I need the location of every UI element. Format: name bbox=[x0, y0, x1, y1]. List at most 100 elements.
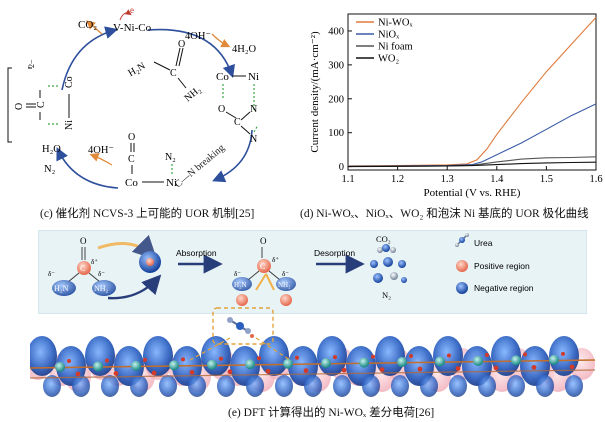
caption-panel-d: (d) Ni-WOₓ、NiOₓ、WO₂ 和泡沫 Ni 基底的 UOR 极化曲线 bbox=[300, 208, 589, 220]
label-oh-top: 4OH⁻ bbox=[185, 31, 211, 42]
metal-atom bbox=[511, 355, 521, 366]
label-co-right: Co bbox=[216, 71, 229, 83]
label-n-right-2: N bbox=[250, 134, 257, 145]
y-tick-label: 400 bbox=[328, 26, 344, 37]
label-n2-bottom: N₂ bbox=[165, 152, 176, 163]
n2-release-arrow bbox=[89, 153, 113, 166]
negative-lobe bbox=[85, 336, 115, 376]
oxygen-atom bbox=[303, 368, 309, 374]
svg-text:C: C bbox=[260, 262, 265, 271]
svg-text:δ⁺: δ⁺ bbox=[91, 258, 98, 266]
mol-o: O bbox=[80, 236, 87, 246]
negative-lobe bbox=[246, 375, 264, 397]
label-h2o-top: 4H₂O bbox=[232, 44, 256, 55]
series-line-1 bbox=[347, 103, 597, 167]
caption-panel-e: (e) DFT 计算得出的 Ni-WOₓ 差分电荷[26] bbox=[228, 407, 435, 419]
negative-lobe bbox=[304, 375, 322, 397]
label-breaking: C—N breaking bbox=[173, 142, 227, 190]
dft-charge-slab bbox=[30, 307, 595, 397]
metal-atom bbox=[283, 358, 293, 369]
oxygen-atom bbox=[67, 359, 71, 363]
label-electron: e bbox=[130, 5, 134, 15]
label-h2n: H₂N bbox=[126, 61, 147, 79]
label-c-top: C bbox=[170, 68, 177, 79]
metal-atom bbox=[321, 358, 331, 369]
oxygen-atom bbox=[485, 352, 489, 357]
oxygen-atom bbox=[569, 364, 575, 370]
negative-lobe bbox=[565, 375, 583, 397]
metal-atom bbox=[549, 354, 559, 365]
label-n-right-1: N bbox=[250, 104, 257, 115]
svg-text:H₂N: H₂N bbox=[234, 281, 247, 289]
co2-release-arrow bbox=[86, 20, 103, 35]
svg-text:δ⁻: δ⁻ bbox=[234, 270, 241, 278]
cycle-arc-left bbox=[61, 26, 119, 91]
label-o-bottom: O bbox=[128, 132, 135, 143]
negative-lobe bbox=[507, 375, 525, 397]
y-axis-label: Current density/(mA·cm⁻²) bbox=[309, 31, 321, 153]
x-tick-label: 1.2 bbox=[391, 174, 404, 185]
negative-lobe bbox=[478, 375, 496, 397]
oxygen-atom bbox=[493, 365, 499, 371]
cycle-arc-bottom bbox=[56, 147, 119, 189]
caption-panel-c: (c) 催化剂 NCVS-3 上可能的 UOR 机制[25] bbox=[40, 208, 255, 220]
label-c-bottom: C bbox=[128, 154, 135, 165]
negative-lobe bbox=[130, 375, 148, 397]
x-tick-label: 1.5 bbox=[540, 174, 553, 185]
metal-atom bbox=[93, 361, 103, 372]
y-tick-label: 0 bbox=[339, 162, 344, 173]
metal-atom bbox=[55, 362, 65, 372]
mol-c: C bbox=[80, 264, 85, 273]
series-line-0 bbox=[347, 17, 597, 167]
adsorption-desorption-scheme: O C δ⁺ δ⁻ δ⁻ H₂N NH₂ Absorption O C δ⁺ δ… bbox=[48, 233, 534, 306]
oxygen-atom bbox=[295, 355, 299, 360]
legend-label-2: Ni foam bbox=[378, 42, 413, 53]
label-charge: 2− bbox=[27, 59, 36, 68]
product-n2: N₂ bbox=[382, 290, 391, 300]
product-co2: CO₂ bbox=[376, 234, 391, 244]
label-c-right: C bbox=[234, 117, 241, 128]
negative-lobe bbox=[333, 375, 351, 397]
negative-lobe bbox=[30, 336, 57, 376]
label-c-left: C bbox=[36, 101, 47, 108]
x-tick-label: 1.6 bbox=[589, 174, 602, 185]
metal-atom bbox=[435, 356, 445, 367]
metal-atom bbox=[473, 355, 483, 366]
n-right-negative bbox=[92, 280, 116, 296]
oxygen-atom bbox=[105, 358, 109, 363]
svg-text:δ⁻: δ⁻ bbox=[282, 270, 289, 278]
negative-lobe bbox=[217, 375, 235, 397]
mol-nh2: NH₂ bbox=[94, 284, 109, 293]
negative-lobe bbox=[72, 375, 90, 397]
negative-lobe bbox=[536, 375, 554, 397]
negative-lobe bbox=[159, 375, 177, 397]
oxygen-atom bbox=[265, 368, 271, 374]
y-tick-label: 100 bbox=[328, 128, 344, 139]
label-o-left: O bbox=[14, 103, 25, 110]
label-v-ni-co: V-Ni-Co bbox=[113, 22, 152, 34]
legend-negative-label: Negative region bbox=[474, 283, 534, 293]
label-n2-left: N₂ bbox=[44, 164, 56, 175]
adsorption-highlight-box bbox=[212, 307, 274, 345]
oxygen-atom bbox=[189, 369, 195, 375]
oxygen-atom bbox=[257, 356, 261, 361]
oxygen-atom bbox=[531, 365, 537, 370]
plot-frame bbox=[347, 13, 597, 171]
oxygen-atom bbox=[455, 366, 461, 371]
legend-label-3: WO₂ bbox=[378, 54, 399, 65]
y-tick-label: 300 bbox=[328, 60, 344, 71]
oxygen-atom bbox=[151, 370, 157, 376]
legend-positive-label: Positive region bbox=[474, 261, 530, 271]
bracket-left bbox=[7, 67, 12, 143]
legend-negative-icon bbox=[456, 282, 468, 294]
negative-lobe bbox=[375, 336, 405, 376]
negative-lobe bbox=[201, 336, 231, 376]
x-axis-label: Potential (V vs. RHE) bbox=[424, 187, 521, 199]
label-oh-left: 4OH⁻ bbox=[88, 145, 114, 156]
adsorbed-urea-icon bbox=[227, 317, 254, 338]
negative-lobe bbox=[391, 375, 409, 397]
carbon-positive-atom bbox=[77, 261, 91, 275]
negative-lobe bbox=[420, 375, 438, 397]
svg-text:NH₂: NH₂ bbox=[278, 281, 291, 289]
